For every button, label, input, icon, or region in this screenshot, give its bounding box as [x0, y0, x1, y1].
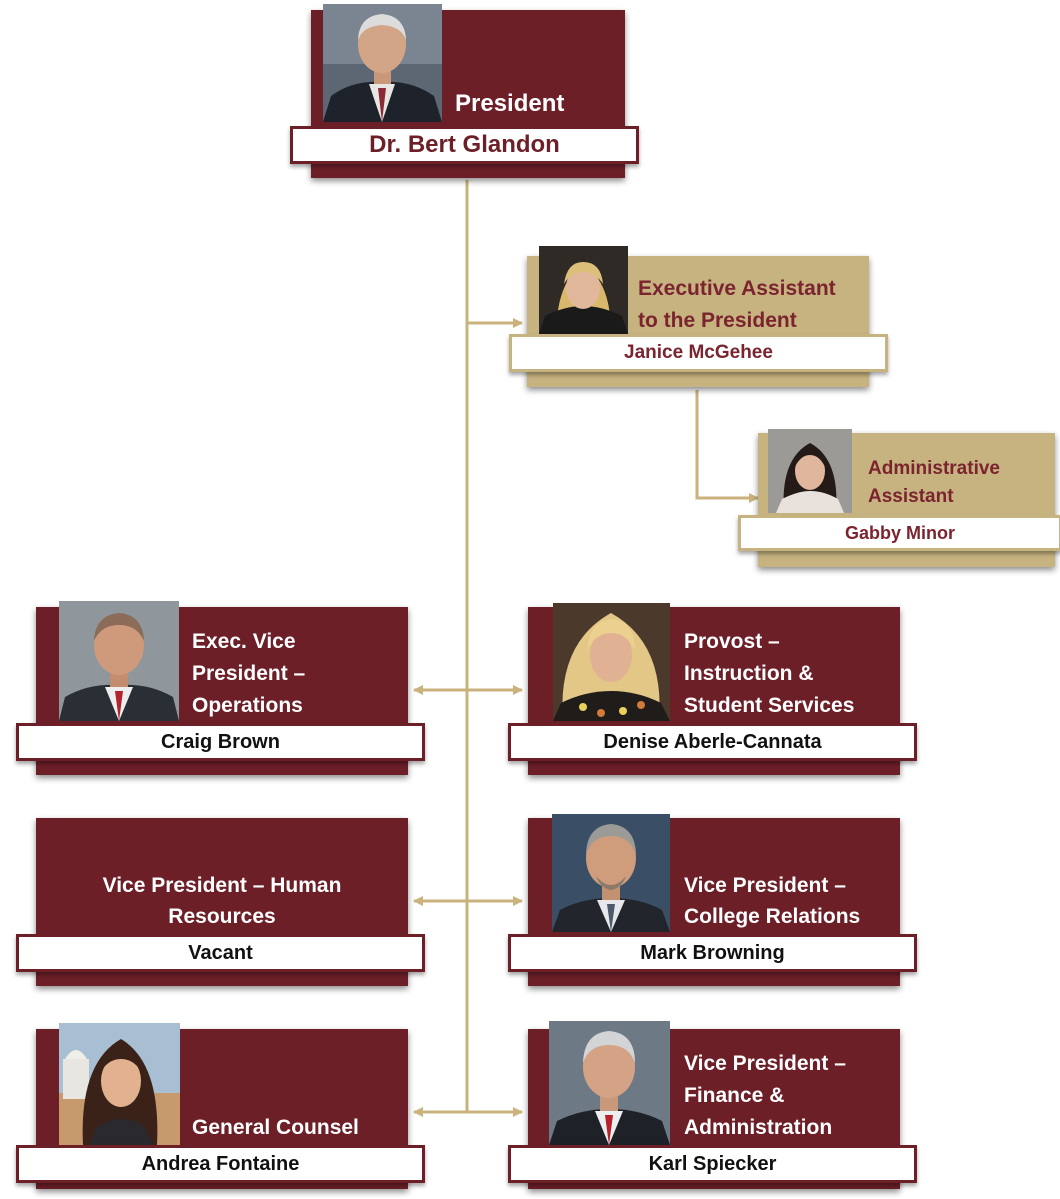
provost-name: Denise Aberle-Cannata: [508, 723, 917, 761]
admin-assistant-title-line2: Assistant: [868, 486, 954, 507]
exec-assistant-photo: [539, 246, 628, 334]
provost-title-line1: Provost –: [684, 630, 780, 653]
general-counsel-title: General Counsel: [192, 1116, 359, 1139]
vp-hr-title-line2: Resources: [168, 905, 276, 928]
exec-assistant-card: Executive Assistant to the President Jan…: [509, 246, 888, 387]
admin-assistant-name: Gabby Minor: [738, 515, 1060, 551]
exec-vp-ops-title-line2: President –: [192, 662, 306, 685]
president-card: President Dr. Bert Glandon: [290, 4, 639, 178]
admin-assistant-title-line1: Administrative: [868, 458, 1000, 479]
general-counsel-photo: [59, 1023, 180, 1145]
vp-hr-name: Vacant: [16, 934, 425, 972]
provost-title-line2: Instruction &: [684, 662, 814, 685]
vp-finance-name: Karl Spiecker: [508, 1145, 917, 1183]
provost-photo: [553, 603, 670, 721]
exec-vp-ops-title-line1: Exec. Vice: [192, 630, 296, 653]
provost-title-line3: Student Services: [684, 694, 855, 717]
admin-assistant-photo: [768, 429, 852, 513]
vp-college-relations-card: Vice President – College Relations Mark …: [508, 814, 917, 986]
exec-vp-ops-name: Craig Brown: [16, 723, 425, 761]
vp-college-relations-title-line2: College Relations: [684, 905, 861, 928]
president-name: Dr. Bert Glandon: [290, 126, 639, 164]
exec-vp-ops-card: Exec. Vice President – Operations Craig …: [16, 601, 425, 775]
vp-finance-photo: [549, 1021, 670, 1145]
general-counsel-card: General Counsel Andrea Fontaine: [16, 1023, 425, 1189]
exec-vp-ops-title-line3: Operations: [192, 694, 303, 717]
exec-assistant-title-line2: to the President: [638, 309, 797, 332]
president-title: President: [455, 90, 565, 117]
vp-hr-card: Vice President – Human Resources Vacant: [16, 818, 425, 986]
admin-assistant-card: Administrative Assistant Gabby Minor: [738, 429, 1060, 567]
exec-assistant-title-line1: Executive Assistant: [638, 277, 836, 300]
vp-finance-title-line2: Finance &: [684, 1084, 785, 1107]
vp-college-relations-title-line1: Vice President –: [684, 874, 846, 897]
provost-card: Provost – Instruction & Student Services…: [508, 603, 917, 775]
vp-college-relations-name: Mark Browning: [508, 934, 917, 972]
general-counsel-name: Andrea Fontaine: [16, 1145, 425, 1183]
vp-finance-title-line1: Vice President –: [684, 1052, 846, 1075]
vp-finance-title-line3: Administration: [684, 1116, 833, 1139]
exec-assistant-name: Janice McGehee: [509, 334, 888, 372]
branch-to-admin-assistant: [695, 390, 759, 503]
vp-finance-card: Vice President – Finance & Administratio…: [508, 1021, 917, 1189]
president-photo: [323, 4, 442, 122]
vp-hr-title-line1: Vice President – Human: [102, 874, 342, 897]
exec-vp-ops-photo: [59, 601, 179, 721]
vp-college-relations-photo: [552, 814, 670, 932]
